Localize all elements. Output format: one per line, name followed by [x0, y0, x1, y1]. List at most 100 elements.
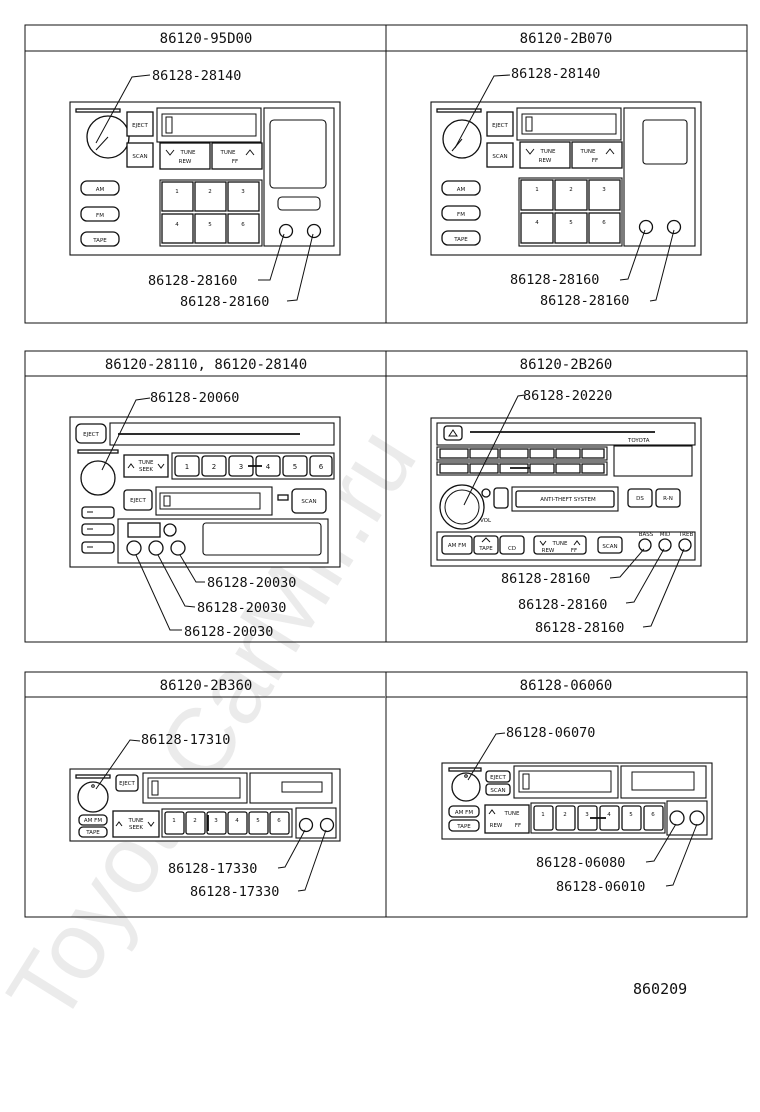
panel-3-callout-tone-2: 86128-20030	[197, 600, 286, 616]
svg-text:4: 4	[235, 818, 239, 824]
tape-button[interactable]	[78, 826, 108, 838]
volume-knob[interactable]	[80, 460, 116, 496]
tape-button[interactable]	[473, 535, 499, 555]
cd-eject-button[interactable]	[75, 423, 107, 444]
treble-knob[interactable]	[678, 538, 692, 552]
eject-button[interactable]	[486, 111, 514, 137]
svg-text:SCAN: SCAN	[490, 788, 505, 794]
source-button-3[interactable]	[81, 541, 115, 554]
panel-3-callout-tone-1: 86128-20030	[207, 575, 296, 591]
panel-1-callout-tone-2: 86128-28160	[180, 294, 269, 310]
am-fm-button[interactable]	[441, 535, 473, 555]
scan-button[interactable]	[597, 536, 623, 554]
mid-knob[interactable]	[658, 538, 672, 552]
svg-text:TAPE: TAPE	[453, 237, 468, 243]
preset-buttons[interactable]: 1 2 3 4 5 6	[161, 181, 260, 244]
am-button[interactable]	[80, 180, 120, 196]
svg-text:REW: REW	[179, 159, 192, 165]
source-button-2[interactable]	[81, 523, 115, 536]
tune-ff-button[interactable]	[571, 141, 623, 169]
svg-text:3: 3	[239, 463, 243, 471]
svg-text:FF: FF	[232, 159, 238, 165]
svg-text:5: 5	[256, 818, 260, 824]
tone-knob-left[interactable]	[278, 223, 294, 239]
svg-text:4: 4	[535, 220, 539, 226]
svg-text:AM FM: AM FM	[84, 818, 102, 824]
tone-knob-left[interactable]	[298, 817, 314, 833]
tape-eject-button[interactable]	[493, 487, 509, 509]
panel-6-callout-tone-2: 86128-06010	[556, 879, 645, 895]
tune-rew-button[interactable]	[519, 141, 571, 169]
tape-eject-button[interactable]	[123, 489, 153, 511]
tone-knob-1[interactable]	[126, 540, 142, 556]
fm-button[interactable]	[441, 205, 481, 221]
volume-knob[interactable]	[77, 781, 109, 813]
am-fm-button[interactable]	[78, 814, 108, 826]
panel-4-callout-tone-2: 86128-28160	[518, 597, 607, 613]
rn-button[interactable]	[655, 488, 681, 508]
scan-button[interactable]	[126, 142, 154, 168]
volume-knob[interactable]	[439, 484, 485, 530]
preset-buttons[interactable]: 1 2 3 4 5 6	[164, 811, 290, 835]
panel-5-leaders	[95, 739, 327, 892]
bass-knob[interactable]	[638, 538, 652, 552]
eject-button[interactable]	[485, 770, 511, 783]
svg-text:FF: FF	[571, 548, 577, 554]
preset-buttons[interactable]	[439, 463, 605, 474]
tune-button[interactable]	[533, 535, 587, 555]
tone-knob-right[interactable]	[689, 810, 705, 826]
tape-button[interactable]	[80, 231, 120, 247]
panel-2-leaders	[454, 74, 675, 302]
power-knob[interactable]	[481, 488, 491, 498]
ds-button[interactable]	[627, 488, 653, 508]
svg-text:EJECT: EJECT	[130, 498, 146, 504]
tone-knob-3[interactable]	[170, 540, 186, 556]
am-fm-button[interactable]	[448, 805, 480, 818]
tape-button[interactable]	[448, 819, 480, 832]
fm-button[interactable]	[80, 206, 120, 222]
tone-knob-right[interactable]	[319, 817, 335, 833]
svg-text:SCAN: SCAN	[602, 544, 617, 550]
svg-text:TUNE: TUNE	[220, 150, 236, 156]
panel-1-leaders	[95, 74, 314, 302]
eject-button[interactable]	[126, 111, 154, 137]
scan-button[interactable]	[485, 783, 511, 796]
tune-seek-button[interactable]	[123, 454, 169, 478]
tone-knob-right[interactable]	[306, 223, 322, 239]
eject-button[interactable]	[115, 774, 139, 792]
svg-text:REW: REW	[490, 823, 503, 829]
tune-ff-button[interactable]	[211, 142, 263, 170]
panel-5-callout-knob: 86128-17310	[141, 732, 230, 748]
volume-knob[interactable]	[451, 772, 481, 802]
panel-6-radio: EJECT SCAN AM FM TAPE TUNE REW FF 1 2 3 …	[441, 762, 713, 840]
preset-buttons[interactable]: 1 2 3 4 5 6	[533, 805, 664, 831]
cd-eject-button[interactable]	[443, 425, 463, 441]
svg-text:TAPE: TAPE	[85, 830, 100, 836]
panel-4-callout-tone-1: 86128-28160	[501, 571, 590, 587]
tone-knob-2[interactable]	[148, 540, 164, 556]
cd-button[interactable]	[499, 535, 525, 555]
tape-button[interactable]	[441, 230, 481, 246]
tune-rew-button[interactable]	[159, 142, 211, 170]
scan-button[interactable]	[486, 142, 514, 168]
source-button-1[interactable]	[81, 506, 115, 519]
svg-text:SEEK: SEEK	[129, 825, 143, 831]
preset-buttons[interactable]: 1 2 3 4 5 6	[520, 179, 621, 244]
svg-text:TAPE: TAPE	[478, 546, 493, 552]
panel-6-callout-tone-1: 86128-06080	[536, 855, 625, 871]
panel-4-callout-tone-3: 86128-28160	[535, 620, 624, 636]
tone-knob-left[interactable]	[638, 219, 654, 235]
scan-button[interactable]	[291, 488, 327, 514]
svg-text:2: 2	[208, 189, 212, 195]
svg-text:TUNE: TUNE	[580, 149, 596, 155]
preset-buttons[interactable]: 1 2 3 4 5 6	[174, 455, 333, 477]
svg-text:TOYOTA: TOYOTA	[627, 438, 650, 444]
svg-text:REW: REW	[542, 548, 555, 554]
tone-knob-right[interactable]	[666, 219, 682, 235]
panel-1-callout-knob: 86128-28140	[152, 68, 241, 84]
function-buttons[interactable]	[439, 448, 605, 459]
am-button[interactable]	[441, 180, 481, 196]
panel-2-header: 86120-2B070	[520, 31, 613, 47]
tone-knob-left[interactable]	[669, 810, 685, 826]
